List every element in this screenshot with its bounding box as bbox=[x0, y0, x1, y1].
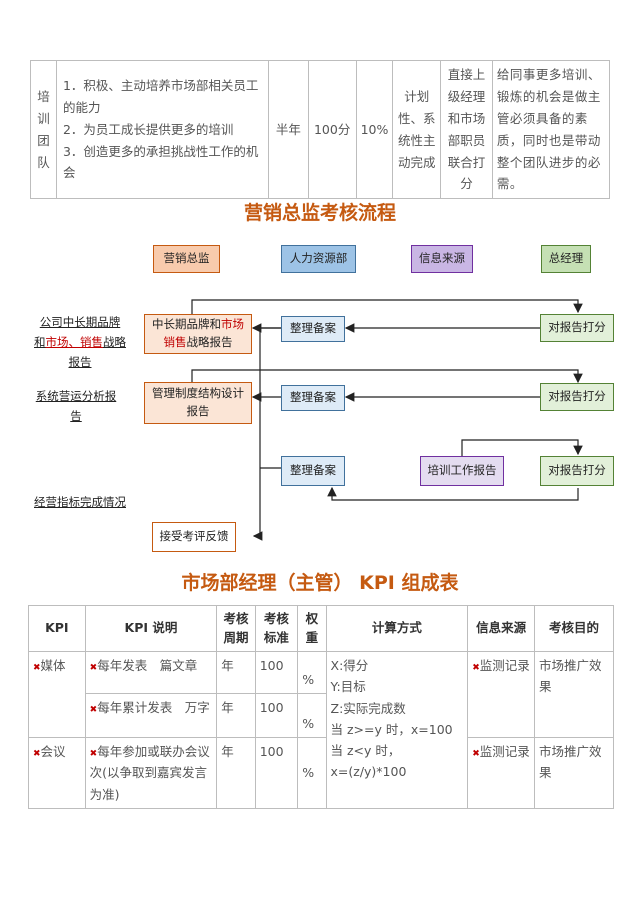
header-calc: 计算方式 bbox=[325, 605, 469, 652]
header-weight: 权重 bbox=[297, 605, 327, 652]
method-cell: 计划性、系统性主动完成 bbox=[392, 59, 442, 200]
box-record-3: 整理备案 bbox=[281, 456, 345, 486]
table-row: ✖会议 ✖每年参加或联办会议 次(以争取到嘉宾发言为准) 年 100 % ✖监测… bbox=[28, 737, 614, 809]
box-score-1: 对报告打分 bbox=[540, 314, 614, 342]
mark-icon: ✖ bbox=[472, 749, 480, 759]
box-strategy-report: 中长期品牌和市场销售战略报告 bbox=[144, 314, 252, 354]
mark-icon: ✖ bbox=[89, 705, 98, 715]
weight-cell: % bbox=[297, 693, 327, 738]
box-training-report: 培训工作报告 bbox=[420, 456, 504, 486]
description-line-3: 3．创造更多的承担挑战性工作的机会 bbox=[62, 143, 259, 181]
mark-icon: ✖ bbox=[89, 749, 98, 759]
flow-title: 营销总监考核流程 bbox=[243, 202, 396, 224]
header-period: 考核周期 bbox=[216, 605, 256, 652]
purpose-cell: 市场推广效果 bbox=[534, 651, 614, 738]
weight-cell: 10% bbox=[355, 59, 394, 200]
lane-info-source: 信息来源 bbox=[411, 245, 473, 273]
flow-connectors bbox=[191, 299, 583, 541]
header-standard: 考核标准 bbox=[254, 605, 299, 652]
desc-cell: ✖每年累计发表 万字 bbox=[84, 693, 218, 738]
evaluation-table-top: 培训团队 1．积极、主动培养市场部相关员工的能力 2．为员工成长提供更多的培训 … bbox=[30, 59, 611, 200]
source-cell: ✖监测记录 bbox=[467, 737, 535, 809]
label-kpi-completion: 经营指标完成情况 bbox=[34, 495, 126, 509]
desc-cell: ✖每年发表 篇文章 bbox=[84, 651, 218, 694]
purpose-cell: 市场推广效果 bbox=[534, 737, 614, 809]
header-kpi: KPI bbox=[28, 605, 86, 652]
desc-cell: ✖每年参加或联办会议 次(以争取到嘉宾发言为准) bbox=[84, 737, 222, 809]
mark-icon: ✖ bbox=[33, 749, 41, 759]
box-record-1: 整理备案 bbox=[281, 316, 345, 342]
header-purpose: 考核目的 bbox=[534, 605, 614, 652]
mark-icon: ✖ bbox=[89, 663, 98, 673]
standard-cell: 100 bbox=[254, 737, 299, 809]
period-cell: 年 bbox=[216, 737, 256, 809]
period-cell: 半年 bbox=[267, 59, 309, 200]
label-strategy-report: 公司中长期品牌 和市场、销售战略 报告 bbox=[34, 315, 126, 370]
standard-cell: 100分 bbox=[307, 59, 357, 200]
description-line-2: 2．为员工成长提供更多的培训 bbox=[62, 121, 234, 137]
box-score-3: 对报告打分 bbox=[540, 456, 614, 486]
kpi-media-cell: ✖媒体 bbox=[28, 651, 86, 738]
flow-diagram: 营销总监 人力资源部 信息来源 总经理 公司中长期品牌 和市场、销售战略 报告 … bbox=[0, 230, 640, 570]
calc-cell: X:得分 Y:目标 Z:实际完成数 当 z>=y 时，x=100 当 z<y 时… bbox=[325, 651, 469, 809]
box-mgmt-report: 管理制度结构设计报告 bbox=[144, 382, 252, 424]
header-kpi-desc: KPI 说明 bbox=[84, 605, 218, 652]
kpi-table: KPI KPI 说明 考核周期 考核标准 权重 计算方式 信息来源 考核目的 ✖… bbox=[28, 605, 614, 809]
category-cell: 培训团队 bbox=[30, 59, 57, 200]
kpi-title: 市场部经理（主管） KPI 组成表 bbox=[181, 572, 459, 594]
mark-icon: ✖ bbox=[33, 663, 41, 673]
weight-cell: % bbox=[297, 737, 327, 809]
period-cell: 年 bbox=[216, 693, 256, 738]
mark-icon: ✖ bbox=[472, 663, 480, 673]
weight-cell: % bbox=[297, 651, 327, 694]
header-source: 信息来源 bbox=[467, 605, 535, 652]
box-feedback: 接受考评反馈 bbox=[152, 522, 236, 552]
source-cell: ✖监测记录 bbox=[467, 651, 535, 738]
lane-general-manager: 总经理 bbox=[541, 245, 591, 273]
description-cell: 1．积极、主动培养市场部相关员工的能力 2．为员工成长提供更多的培训 3．创造更… bbox=[55, 59, 269, 200]
period-cell: 年 bbox=[216, 651, 256, 694]
table-row: 培训团队 1．积极、主动培养市场部相关员工的能力 2．为员工成长提供更多的培训 … bbox=[30, 59, 611, 200]
table-row: ✖每年累计发表 万字 年 100 % bbox=[29, 693, 614, 738]
box-record-2: 整理备案 bbox=[281, 385, 345, 411]
box-score-2: 对报告打分 bbox=[540, 383, 614, 411]
description-line-1: 1．积极、主动培养市场部相关员工的能力 bbox=[62, 77, 259, 115]
kpi-meeting-cell: ✖会议 bbox=[28, 737, 86, 809]
standard-cell: 100 bbox=[254, 693, 299, 738]
source-cell: 直接上级经理和市场部职员联合打分 bbox=[440, 59, 493, 200]
table-header-row: KPI KPI 说明 考核周期 考核标准 权重 计算方式 信息来源 考核目的 bbox=[28, 605, 614, 652]
purpose-cell: 给同事更多培训、锻炼的机会是做主管必须具备的素质，同时也是带动整个团队进步的必需… bbox=[491, 59, 611, 200]
table-row: ✖媒体 ✖每年发表 篇文章 年 100 % X:得分 Y:目标 Z:实际完成数 … bbox=[28, 651, 614, 809]
label-operation-report: 系统营运分析报 告 bbox=[35, 389, 117, 424]
standard-cell: 100 bbox=[254, 651, 299, 694]
lane-hr-department: 人力资源部 bbox=[281, 245, 356, 273]
lane-marketing-director: 营销总监 bbox=[153, 245, 220, 273]
